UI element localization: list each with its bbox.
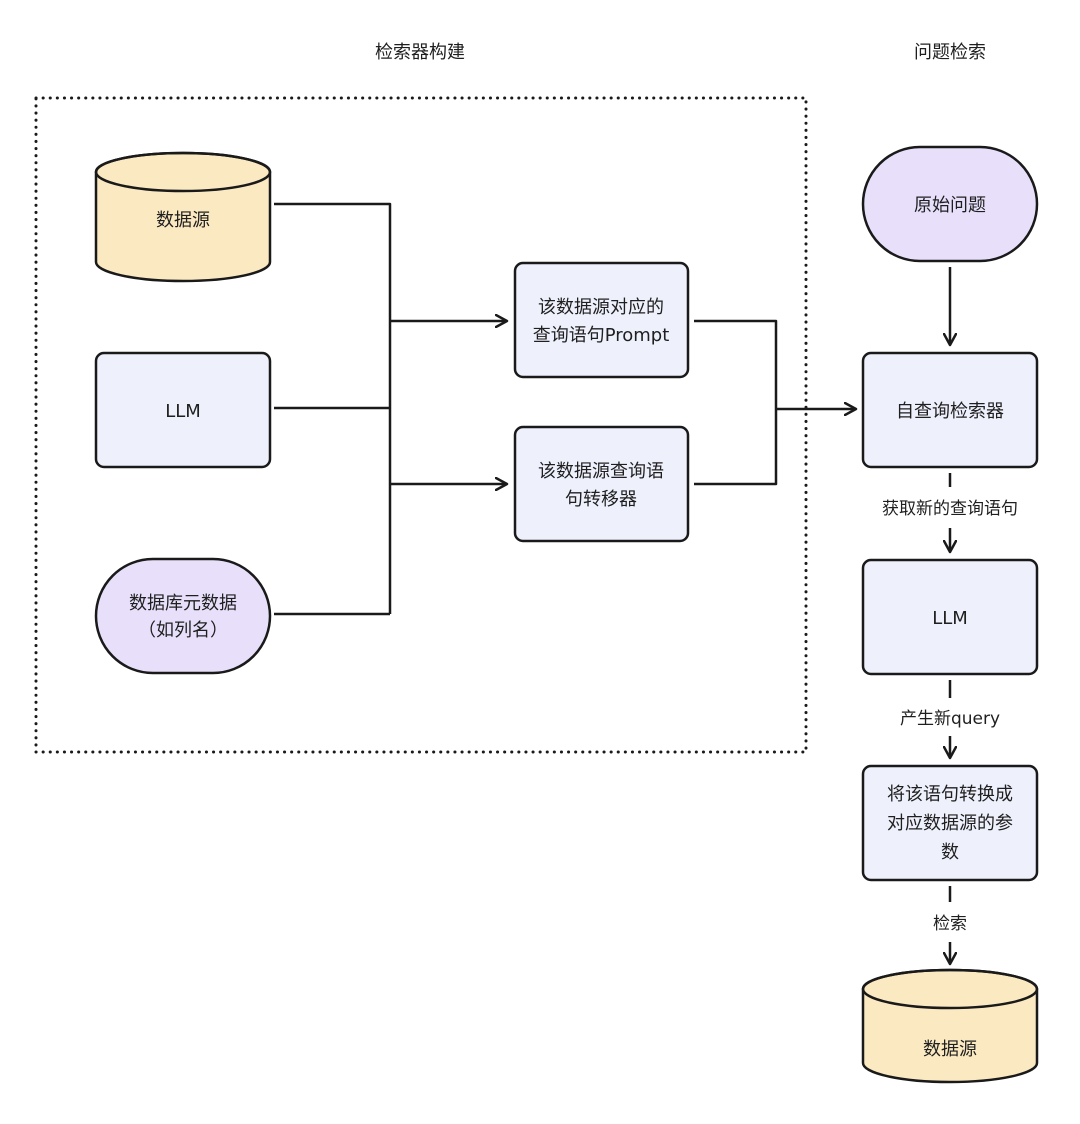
- node-retriever-shape: [861, 351, 1039, 469]
- node-convert-label-0: 将该语句转换成: [887, 784, 1013, 805]
- node-metadata-shape: [94, 557, 272, 675]
- node-metadata-label-1: （如列名）: [138, 620, 228, 641]
- node-llm-left-label-0: LLM: [165, 401, 201, 422]
- node-source-right-top: [861, 968, 1039, 1010]
- edge-label-new-query: 产生新query: [900, 709, 1000, 729]
- node-llm-right-shape: [861, 558, 1039, 676]
- node-retriever-label-0: 自查询检索器: [896, 401, 1004, 422]
- node-source-left-label-0: 数据源: [156, 210, 210, 231]
- node-prompt-label-1: 查询语句Prompt: [533, 325, 670, 346]
- edge-label-get-query: 获取新的查询语句: [882, 499, 1018, 519]
- builder-group-border: [34, 96, 808, 754]
- connector-prompt-to-bus: [694, 319, 778, 486]
- node-translator: 该数据源查询语 句转移器: [513, 425, 690, 543]
- node-question: 原始问题: [861, 145, 1039, 263]
- edge-label-retrieve: 检索: [933, 914, 967, 934]
- node-translator-shape: [513, 425, 690, 543]
- node-source-right-shape: [861, 968, 1039, 1084]
- node-llm-left: LLM: [94, 351, 272, 469]
- node-prompt-label-0: 该数据源对应的: [538, 297, 664, 318]
- node-translator-label-1: 句转移器: [565, 489, 637, 510]
- node-metadata: 数据库元数据 （如列名）: [94, 557, 272, 675]
- node-source-left: 数据源: [94, 151, 272, 283]
- node-source-right-label-0: 数据源: [923, 1039, 977, 1060]
- node-llm-right: LLM: [861, 558, 1039, 676]
- node-prompt-shape: [513, 261, 690, 379]
- node-retriever: 自查询检索器: [861, 351, 1039, 469]
- node-prompt: 该数据源对应的 查询语句Prompt: [513, 261, 690, 379]
- node-convert: 将该语句转换成 对应数据源的参 数: [861, 764, 1039, 882]
- node-convert-label-2: 数: [941, 842, 959, 863]
- node-llm-right-label-0: LLM: [932, 608, 968, 629]
- node-question-shape: [861, 145, 1039, 263]
- node-question-label-0: 原始问题: [914, 195, 986, 216]
- node-source-right: 数据源: [861, 968, 1039, 1084]
- connector-source-to-bus: [274, 202, 392, 614]
- node-metadata-label-0: 数据库元数据: [129, 593, 237, 614]
- node-convert-label-1: 对应数据源的参: [887, 813, 1013, 834]
- node-source-left-top: [94, 151, 272, 193]
- node-translator-label-0: 该数据源查询语: [538, 461, 664, 482]
- node-llm-left-shape: [94, 351, 272, 469]
- section-title-query: 问题检索: [914, 42, 986, 63]
- node-convert-shape: [861, 764, 1039, 882]
- section-title-builder: 检索器构建: [375, 42, 465, 63]
